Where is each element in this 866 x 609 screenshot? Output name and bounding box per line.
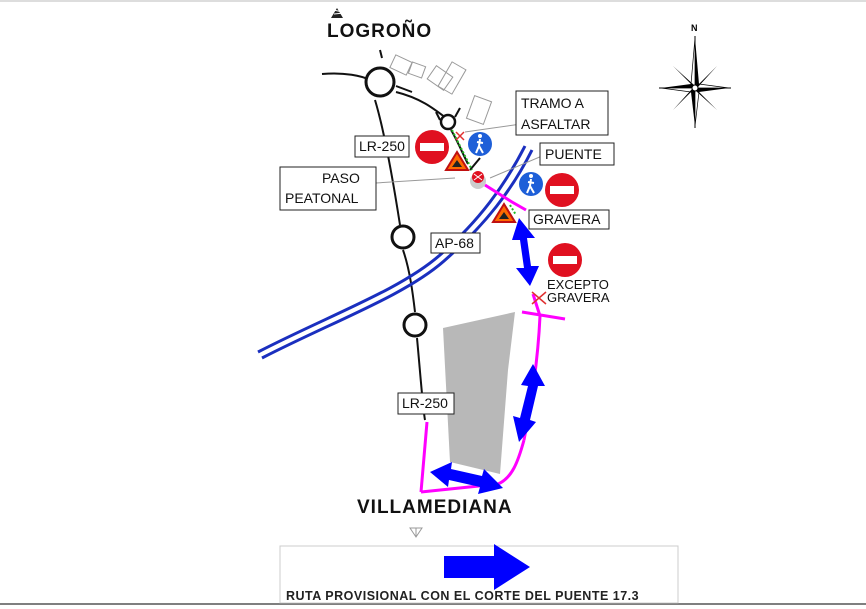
arrow-horizontal-bottom-icon [430,462,503,494]
pedestrian-sign-1 [468,132,492,156]
label-paso-line1: PASO [322,170,360,186]
town-villamediana: VILLAMEDIANA [357,497,513,518]
roundabout-north [364,66,396,98]
road-label-ap68: AP-68 [435,235,474,251]
label-excepto-line2: GRAVERA [547,290,610,305]
roadwork-sign-2 [491,202,517,223]
roundabout-south [402,312,428,338]
label-box-paso [279,166,377,211]
label-box-ap68 [430,232,481,254]
road-label-lr250-south: LR-250 [402,395,448,411]
no-entry-sign-3 [548,243,582,277]
compass-rose-icon [659,36,731,128]
no-entry-sign-1 [415,130,449,164]
legend: RUTA PROVISIONAL CON EL CORTE DEL PUENTE… [279,544,679,604]
arrow-vertical-south-icon [513,364,545,442]
roundabout-small [439,113,457,131]
legend-text: RUTA PROVISIONAL CON EL CORTE DEL PUENTE… [286,589,639,603]
direction-marker-icon [409,527,423,538]
label-gravera: GRAVERA [533,211,601,227]
label-puente: PUENTE [545,146,602,162]
label-tramo-line2: ASFALTAR [521,116,591,132]
detour-arrows [430,218,545,494]
buildings [389,54,493,125]
roundabout-middle [390,224,416,250]
road-label-lr250-north: LR-250 [359,138,405,154]
roadwork-sign-1 [444,150,470,171]
label-excepto-line1: EXCEPTO [547,277,609,292]
arrow-vertical-north-icon [512,218,539,286]
label-box-tramo [515,90,609,136]
highway-ap68 [257,145,534,360]
label-box-puente [539,142,615,166]
label-box-lr250-south [397,392,455,415]
label-tramo-line1: TRAMO A [521,95,585,111]
label-paso-line2: PEATONAL [285,190,359,206]
label-box-gravera [528,209,610,230]
label-box-lr250-north [354,135,410,158]
no-entry-sign-2 [545,173,579,207]
leader-lines [375,123,543,184]
cut-marker-icon [531,291,547,305]
legend-arrow-icon [444,544,530,590]
pedestrian-sign-2 [519,172,543,196]
cut-marker-north-icon [455,131,465,141]
gravel-area [443,312,515,474]
logrono-marker [331,8,345,18]
compass-north-label: N [691,23,698,33]
town-logrono: LOGROÑO [327,20,432,42]
